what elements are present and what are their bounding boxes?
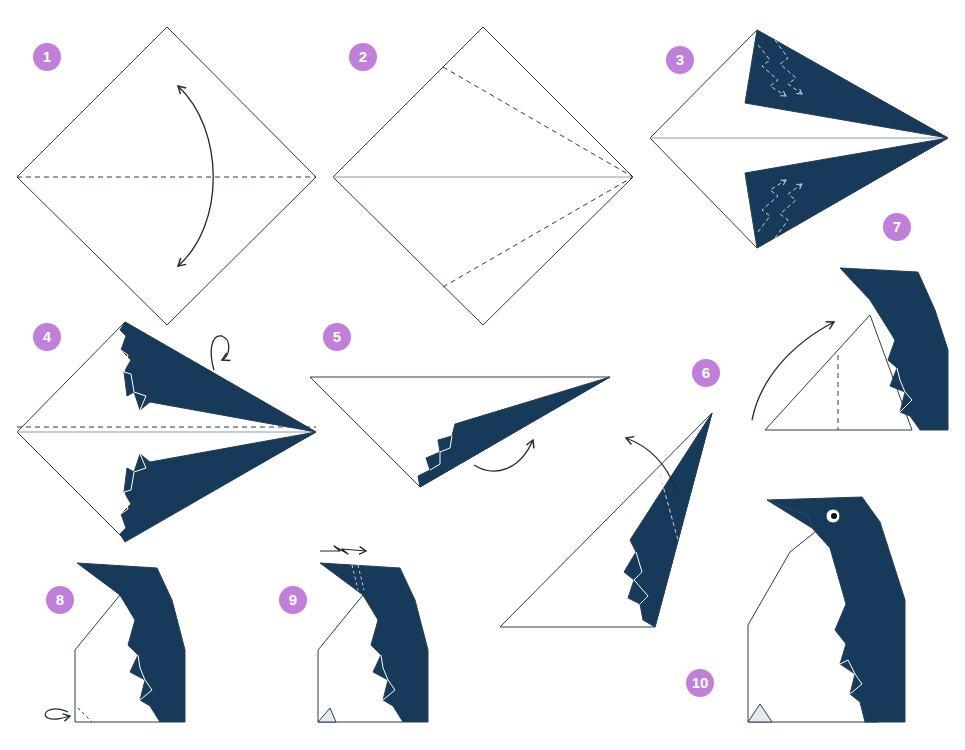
step-6-figure [500,413,712,627]
step-number: 9 [279,586,307,614]
step-number: 3 [666,46,694,74]
step-1-figure [17,27,316,325]
step-2-figure [333,27,633,325]
step-5-figure [310,377,610,487]
step-9-figure [318,546,428,722]
step-3-figure [650,30,948,248]
step-8-figure [45,563,185,722]
step-4-figure [17,322,316,542]
step-10-figure [748,497,905,722]
step-number: 7 [883,213,911,241]
step-number: 1 [33,43,61,71]
step-number: 10 [686,669,714,697]
step-7-figure [752,268,948,430]
step-number: 2 [349,43,377,71]
step-number: 8 [46,586,74,614]
step-number: 6 [692,359,720,387]
step-number: 4 [33,323,61,351]
step-number: 5 [323,323,351,351]
